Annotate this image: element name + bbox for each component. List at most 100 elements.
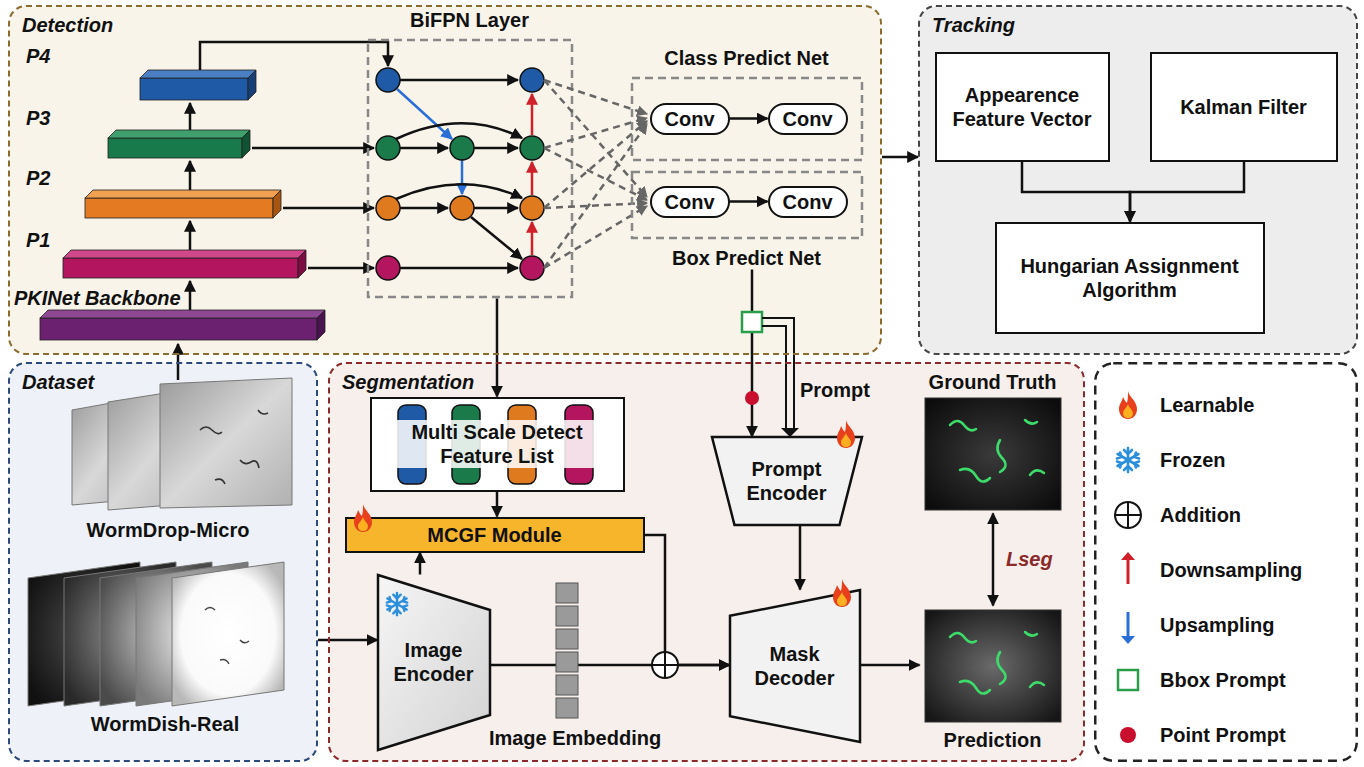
legend-row: Upsampling xyxy=(1160,613,1274,637)
prompt-double-line xyxy=(762,318,794,429)
bifpn-arrows xyxy=(396,80,532,268)
bbox-prompt xyxy=(742,312,762,332)
legend-text: Downsampling xyxy=(1160,558,1302,582)
connector-arrow xyxy=(799,525,802,590)
conv-block: Conv xyxy=(650,103,730,135)
labelled-group: Box Predict NetConvConv xyxy=(630,170,864,270)
conv-block: Conv xyxy=(650,186,730,218)
connector-arrow xyxy=(496,492,499,517)
legend-text: Addition xyxy=(1160,503,1241,527)
worm-dish-worms xyxy=(205,608,249,665)
connector-arrow xyxy=(419,553,422,575)
labelled-group: Ground Truth xyxy=(920,370,1066,514)
legend-row: Addition xyxy=(1160,503,1241,527)
tracking-ground xyxy=(919,6,1357,354)
group-heading: BiFPN Layer xyxy=(410,8,529,32)
label-holder: WormDrop-Micro xyxy=(18,518,318,542)
level-label: PKINet Backbone xyxy=(14,286,181,310)
dataset-ground xyxy=(9,363,317,761)
panel-title: Dataset xyxy=(22,370,94,394)
label-holder: P4 xyxy=(26,44,50,68)
labelled-group: BiFPN Layer xyxy=(366,8,574,299)
prediction-masks xyxy=(950,632,1044,694)
level-label: P4 xyxy=(26,44,50,68)
label-holder: WormDish-Real xyxy=(15,712,315,736)
connector-arrow xyxy=(860,664,920,667)
label-holder: P2 xyxy=(26,166,50,190)
node-text: Mask Decoder xyxy=(746,642,843,690)
group-heading: Ground Truth xyxy=(929,370,1057,394)
node-text: Multi Scale Detect Feature List xyxy=(375,420,619,468)
class-head-frame xyxy=(632,78,862,160)
label-holder: Prompt xyxy=(800,378,870,402)
panel-title: Segmentation xyxy=(342,370,474,394)
panel-title: Tracking xyxy=(932,13,1015,37)
legend-row: Downsampling xyxy=(1160,558,1302,582)
node-text: MCGF Module xyxy=(427,523,561,547)
caption-label: Image Embedding xyxy=(489,726,661,750)
panel-region: TrackingAppearence Feature VectorKalman … xyxy=(918,5,1358,355)
learnable-icon xyxy=(830,578,854,608)
ground-truth-masks xyxy=(950,420,1044,482)
learnable-icon xyxy=(834,419,858,449)
addition-symbol xyxy=(652,652,678,678)
bifpn-frame xyxy=(368,40,572,297)
learnable-icon xyxy=(351,503,375,533)
node-text: Conv xyxy=(665,107,715,131)
conv-block: Conv xyxy=(768,103,848,135)
conv-block: Conv xyxy=(768,186,848,218)
connector-arrow xyxy=(645,535,730,665)
process-box: Multi Scale Detect Feature List xyxy=(370,397,625,492)
connector-arrow xyxy=(1130,162,1244,222)
process-box: Appearence Feature Vector xyxy=(935,52,1110,162)
connector-arrow xyxy=(730,117,768,120)
label-holder: PKINet Backbone xyxy=(14,286,181,310)
caption-label: Prompt xyxy=(800,378,870,402)
module-outline xyxy=(378,575,490,750)
module-outline xyxy=(730,590,860,742)
point-prompt xyxy=(745,391,759,405)
legend-text: Bbox Prompt xyxy=(1160,668,1286,692)
legend-row: Frozen xyxy=(1160,448,1226,472)
legend-text: Point Prompt xyxy=(1160,723,1286,747)
connector-arrow xyxy=(751,270,754,437)
label-holder: P1 xyxy=(26,228,50,252)
worm-drop-images xyxy=(72,378,292,510)
labelled-group: Prediction xyxy=(920,606,1066,752)
worm-dish-images xyxy=(28,562,284,706)
connector-arrow xyxy=(496,299,499,397)
network-module: Image Encoder xyxy=(378,575,490,750)
connector-arrow xyxy=(882,156,918,159)
labelled-group: Class Predict NetConv Conv xyxy=(630,46,864,162)
caption-label: WormDrop-Micro xyxy=(87,518,250,542)
bifpn-circles xyxy=(376,68,544,280)
loss-label: Lseg xyxy=(1004,547,1055,571)
caption-label: WormDish-Real xyxy=(91,712,240,736)
group-heading: Prediction xyxy=(944,728,1042,752)
prediction-image xyxy=(925,610,1061,722)
connector-arrow xyxy=(1022,162,1130,222)
node-text: Conv xyxy=(783,190,833,214)
feature-list-ground xyxy=(371,398,624,491)
node-text: Prompt Encoder xyxy=(734,457,839,505)
node-text: Conv xyxy=(665,190,715,214)
ground-truth-image xyxy=(925,398,1061,510)
label-holder: Image Embedding xyxy=(425,726,725,750)
legend-row: Point Prompt xyxy=(1160,723,1286,747)
legend-row: Learnable xyxy=(1160,393,1254,417)
legend-frame xyxy=(1095,363,1357,761)
group-heading: Class Predict Net xyxy=(664,46,829,70)
box-head-frame xyxy=(632,172,862,238)
frozen-icon xyxy=(384,591,410,617)
detection-ground xyxy=(9,6,881,354)
panel-title: Detection xyxy=(22,13,113,37)
legend-row: Bbox Prompt xyxy=(1160,668,1286,692)
node-text: Image Encoder xyxy=(384,638,484,686)
level-label: P2 xyxy=(26,166,50,190)
image-embedding xyxy=(556,583,578,718)
node-text: Hungarian Assignment Algorithm xyxy=(1002,254,1258,302)
legend-text: Frozen xyxy=(1160,448,1226,472)
connector-arrow xyxy=(730,200,768,203)
legend-text: Upsampling xyxy=(1160,613,1274,637)
